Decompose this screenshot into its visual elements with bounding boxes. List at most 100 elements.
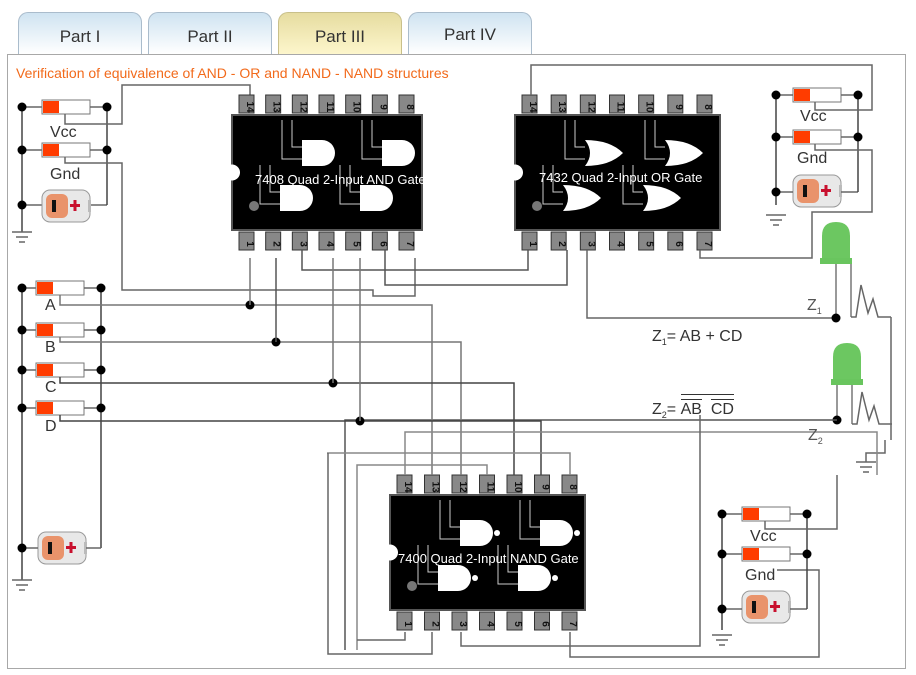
or-chip-pin-label: 12: [585, 101, 596, 113]
vcc-wire-or: [530, 64, 873, 111]
and-chip-pin-14: [238, 94, 255, 114]
junction-dot: [17, 403, 27, 413]
nand-chip-pin-label: 3: [457, 621, 468, 627]
or-chip-pin-label: 4: [615, 241, 626, 247]
vcc-wire-nand: [764, 475, 838, 530]
nand-chip-gate-2: [540, 520, 573, 546]
nand-chip-internal-wire: [529, 500, 540, 528]
battery-left: [41, 189, 91, 223]
vcc-switch-left-knob[interactable]: [43, 101, 59, 113]
gnd-label-right: Gnd: [797, 150, 828, 167]
junction-dot: [771, 132, 781, 142]
nand-chip-pin-label: 9: [540, 484, 551, 490]
or-chip-pin-11: [609, 94, 625, 114]
switch-b-knob[interactable]: [37, 324, 53, 336]
nand-chip-pin-label: 7: [567, 621, 578, 627]
nand-chip-pin-6: [534, 611, 550, 631]
or-chip-pin-4: [609, 231, 625, 251]
or-chip-pin-14: [521, 94, 538, 114]
gnd-switch-bottom-knob[interactable]: [743, 548, 759, 560]
or-chip-pin-6: [667, 231, 684, 251]
or-chip-pin-label: 8: [702, 104, 713, 110]
and6-or2: [384, 250, 568, 286]
or-chip-pin-8: [696, 94, 713, 114]
nand-chip-pin-label: 10: [512, 481, 523, 493]
or-chip-pin-3: [579, 231, 596, 251]
or-chip-pin-label: 7: [702, 241, 713, 247]
switch-d-knob[interactable]: [37, 402, 53, 414]
input-d-label: D: [45, 418, 57, 435]
input-a-label: A: [45, 297, 56, 314]
or-chip-pin-10: [638, 94, 655, 114]
switch-c-knob[interactable]: [37, 364, 53, 376]
vcc-switch-right-knob[interactable]: [794, 89, 810, 101]
nand-chip-gate-bubble: [552, 575, 558, 581]
nand-chip-pin-2: [424, 611, 440, 631]
junction-dot: [831, 313, 841, 323]
nand-chip-pin-label: 5: [512, 621, 523, 627]
and-chip-pin-label: 1: [244, 241, 255, 247]
junction-dot: [96, 283, 106, 293]
tab-part-2[interactable]: Part II: [148, 12, 272, 54]
junction-dot: [17, 102, 27, 112]
or-chip-gate-3: [563, 185, 601, 211]
input-c-label: C: [45, 379, 57, 396]
junction-dot: [96, 403, 106, 413]
battery-inputs: [37, 531, 87, 565]
nand-chip-pin-5: [506, 611, 523, 631]
switch-a-knob[interactable]: [37, 282, 53, 294]
or-chip-pin-5: [638, 231, 655, 251]
and-chip-pin-label: 12: [297, 101, 308, 113]
z2-wire: [344, 419, 837, 650]
gnd-switch-right-knob[interactable]: [794, 131, 810, 143]
and-chip-pin-label: 8: [404, 104, 415, 110]
and-chip-pin1-marker: [249, 201, 259, 211]
nand-chip-pin-label: 13: [430, 481, 441, 493]
or-chip-internal-wire: [542, 165, 563, 205]
and-chip-pin-label: 2: [271, 241, 282, 247]
nand-chip-body: [389, 494, 586, 611]
junction-dot: [771, 187, 781, 197]
input-a-wire: [59, 295, 433, 475]
nand-chip-pin-label: 6: [540, 621, 551, 627]
or-chip-pin-label: 2: [556, 241, 567, 247]
vcc-switch-bottom-knob[interactable]: [743, 508, 759, 520]
or-chip-internal-wire: [632, 165, 643, 193]
and-chip-pin-12: [291, 94, 308, 114]
z2-formula: Z2= AB CD: [652, 394, 734, 420]
nand-chip-pin-9: [534, 474, 550, 494]
wire: [865, 440, 886, 462]
and-chip-internal-wire: [269, 165, 280, 193]
gnd-switch-left-knob[interactable]: [43, 144, 59, 156]
nand-chip-pin-label: 11: [485, 482, 496, 493]
or-chip-pin-label: 9: [673, 104, 684, 110]
or-chip-pin-2: [550, 231, 567, 251]
z1-node-label: Z1: [807, 297, 822, 317]
junction-dot: [17, 365, 27, 375]
tab-part-1[interactable]: Part I: [18, 12, 142, 54]
input-b-wire: [59, 337, 462, 475]
junction-dot: [802, 549, 812, 559]
or-chip-gate-2: [665, 140, 703, 166]
wire: [327, 452, 571, 475]
nand-chip-pin-7: [561, 611, 578, 631]
nand-chip-internal-wire: [417, 545, 438, 585]
or-chip-pin-1: [521, 231, 538, 251]
and-chip-pin-7: [398, 231, 415, 251]
or-chip-pin-label: 14: [527, 101, 538, 113]
or-chip-pin-label: 5: [644, 241, 655, 247]
tab-part-3[interactable]: Part III: [278, 12, 402, 54]
or-chip-body: [514, 114, 721, 231]
and-chip-internal-wire: [291, 120, 302, 148]
and-chip-pin-label: 10: [351, 101, 362, 113]
nand-chip-gate-1: [460, 520, 493, 546]
nand-chip-gate-bubble: [574, 530, 580, 536]
and-chip-pin-label: 9: [377, 104, 388, 110]
or-chip-pin-label: 3: [585, 241, 596, 247]
wire: [356, 464, 488, 650]
gnd-label-left: Gnd: [50, 166, 81, 183]
wire: [357, 632, 406, 641]
nand-chip-pin-3: [451, 611, 468, 631]
tab-part-4[interactable]: Part IV: [408, 12, 532, 54]
